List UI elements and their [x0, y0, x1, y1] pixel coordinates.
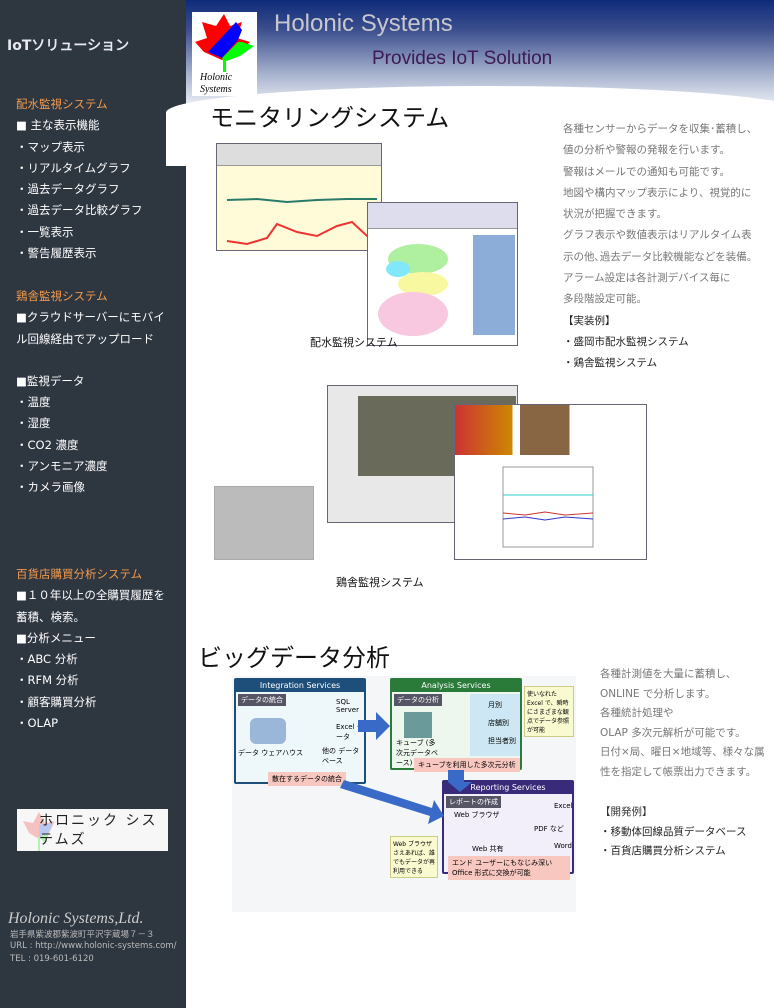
chicken-graph-screenshot: [454, 404, 647, 560]
list-item: ・顧客購買分析: [16, 694, 97, 709]
reporting-box: Reporting Services レポートの作成 Web ブラウザ Web …: [442, 780, 574, 880]
footer-url[interactable]: URL : http://www.holonic-systems.com/: [10, 941, 177, 951]
sidebar-title: IoTソリューション: [7, 38, 130, 54]
example-item: ・移動体回線品質データベース: [600, 825, 747, 838]
tagline: Provides IoT Solution: [372, 48, 553, 69]
list-item: ・温度: [16, 395, 51, 410]
header: Holonic Systems Holonic Systems Provides…: [166, 0, 774, 166]
integration-box: Integration Services データの統合 データ ウェアハウス S…: [234, 678, 366, 786]
list-item: ル回線経由でアップロード: [16, 331, 154, 346]
example-item: ・鶏舎監視システム: [563, 357, 658, 370]
graph-image: [502, 466, 594, 548]
list-item: 蓄積、検索。: [16, 609, 85, 624]
list-item: ■ 主な表示機能: [16, 118, 100, 133]
water-map-screenshot: [367, 202, 518, 346]
example-item: ・百貨店購買分析システム: [600, 845, 726, 857]
list-item: ・OLAP: [16, 716, 59, 731]
list-item: ■監視データ: [16, 373, 85, 388]
list-item: ・RFM 分析: [16, 673, 79, 688]
list-item: ・警告履歴表示: [16, 246, 97, 261]
graph-image: [226, 197, 378, 246]
list-item: ・アンモニア濃度: [16, 459, 108, 474]
list-item: ・過去データグラフ: [16, 182, 120, 197]
list-item: ・ABC 分析: [16, 652, 78, 667]
footer-address: 岩手県紫波郡紫波町平沢字蔵場７－３: [10, 930, 155, 940]
list-item: ・湿度: [16, 416, 51, 431]
maple-leaf-icon: [195, 14, 254, 72]
monitoring-description: 各種センサーからデータを収集･蓄積し、値の分析や警報の発報を行います。警報はメー…: [563, 119, 757, 375]
sidebar: IoTソリューション 配水監視システム ■ 主な表示機能 ・マップ表示 ・リアル…: [0, 0, 186, 1008]
water-heading[interactable]: 配水監視システム: [16, 97, 108, 111]
list-item: ■クラウドサーバーにモバイ: [16, 310, 165, 325]
list-item: ・カメラ画像: [16, 480, 85, 495]
map-image: [378, 235, 515, 336]
example-item: ・盛岡市配水監視システム: [563, 335, 689, 348]
brand-name: Holonic Systems: [274, 10, 453, 37]
water-caption: 配水監視システム: [310, 336, 398, 349]
list-item: ■１０年以上の全購買履歴を: [16, 588, 165, 603]
dept-section: 百貨店購買分析システム ■１０年以上の全購買履歴を 蓄積、検索。 ■分析メニュー…: [16, 564, 181, 734]
chicken-section: 鶏舎監視システム ■クラウドサーバーにモバイ ル回線経由でアップロード ■監視デ…: [16, 286, 181, 499]
maple-leaf-icon: [23, 812, 55, 851]
company-logo[interactable]: Holonic Systems: [192, 12, 257, 96]
katakana-logo-banner[interactable]: ホロニック システムズ: [17, 809, 168, 851]
chicken-heading[interactable]: 鶏舎監視システム: [16, 289, 108, 303]
chicken-caption: 鶏舎監視システム: [336, 576, 424, 589]
bi-diagram: Integration Services データの統合 データ ウェアハウス S…: [232, 676, 576, 912]
list-item: ・マップ表示: [16, 139, 85, 154]
banner-logo-text: ホロニック システムズ: [39, 813, 158, 848]
water-graph-screenshot: [216, 143, 382, 251]
water-section: 配水監視システム ■ 主な表示機能 ・マップ表示 ・リアルタイムグラフ ・過去デ…: [16, 94, 181, 264]
bigdata-title: ビッグデータ分析: [198, 645, 390, 672]
logo-text: Holonic Systems: [200, 72, 233, 95]
list-item: ・過去データ比較グラフ: [16, 203, 143, 218]
analysis-box: Analysis Services データの分析 キューブ (多次元データベース…: [390, 678, 522, 772]
monitoring-title: モニタリングシステム: [210, 105, 450, 132]
list-item: ・CO2 濃度: [16, 437, 79, 452]
list-item: ・リアルタイムグラフ: [16, 160, 131, 175]
list-item: ■分析メニュー: [16, 630, 96, 645]
list-item: ・一覧表示: [16, 224, 74, 239]
footer-company: Holonic Systems,Ltd.: [8, 910, 144, 927]
sensor-device-photo: [214, 486, 314, 560]
footer-tel: TEL : 019-601-6120: [10, 954, 94, 964]
dept-heading[interactable]: 百貨店購買分析システム: [16, 567, 143, 581]
main-content: Holonic Systems Holonic Systems Provides…: [166, 0, 774, 1008]
